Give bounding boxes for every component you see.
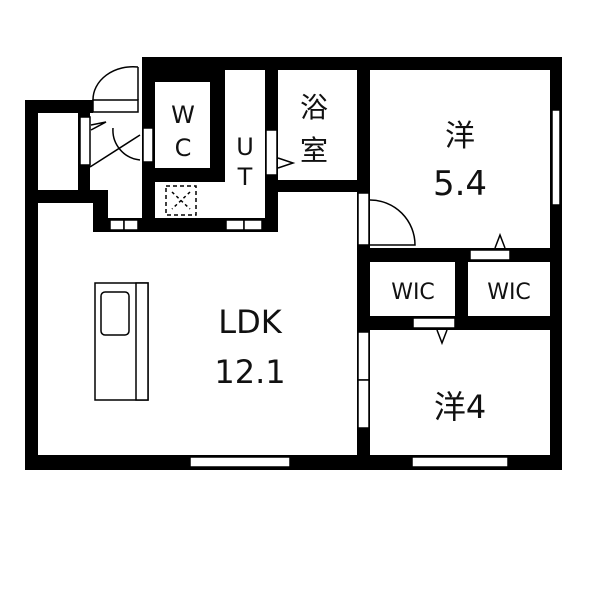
ldk-label: LDK [218,303,282,341]
bedroom1-door-opening [357,192,370,246]
bedroom1-size: 5.4 [433,164,487,204]
openings [79,99,561,468]
bath-label-1: 浴 [300,91,328,124]
closet-door [79,116,91,166]
wc-door [142,127,154,163]
door-swings [89,65,506,346]
wc-label-1: W [171,101,195,129]
ldk-window [189,456,291,468]
entrance-door-opening [92,99,139,113]
ldk-size: 12.1 [214,353,285,391]
bath-door [265,129,278,176]
wic2-label: WIC [487,280,531,305]
ut-label-1: U [236,133,254,161]
wc-label-2: C [175,134,192,162]
wic1-label: WIC [391,280,435,305]
bath-label-2: 室 [300,134,328,167]
wic1-door [412,317,456,329]
ut-label-2: T [237,163,253,191]
washbasin-icon [165,185,197,216]
kitchen-counter [94,282,149,401]
bedroom2-label: 洋4 [434,388,486,426]
bedroom1-window [551,109,561,206]
bedroom1-label: 洋 [445,119,475,154]
wic2-door [469,249,511,261]
bedroom2-window [411,456,509,468]
